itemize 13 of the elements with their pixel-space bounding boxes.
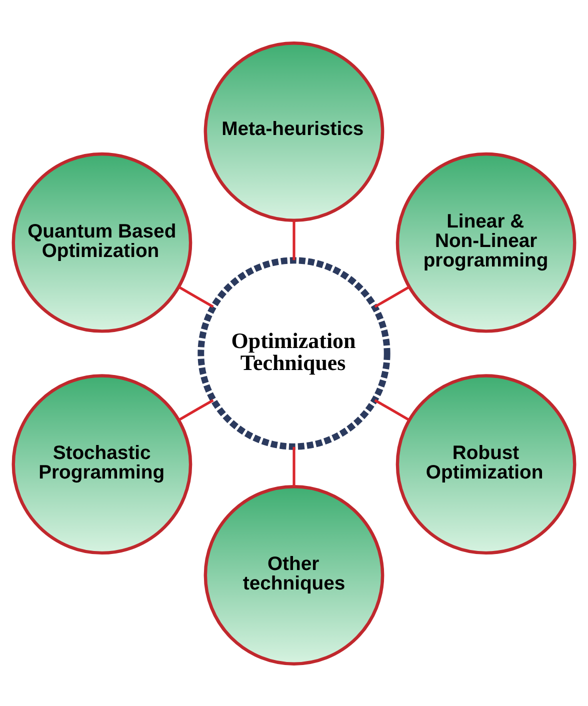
- connector: [374, 286, 410, 308]
- node-circle: Robust Optimization: [396, 374, 576, 554]
- connector: [374, 398, 410, 420]
- connector: [292, 446, 296, 486]
- node-circle: Optimization Techniques: [198, 256, 390, 450]
- connector: [178, 398, 214, 420]
- node-circle: Quantum Based Optimization: [12, 152, 192, 332]
- connector: [292, 220, 296, 260]
- node-circle: Other techniques: [204, 484, 384, 665]
- node-circle: Stochastic Programming: [12, 374, 192, 554]
- connector: [178, 286, 214, 308]
- node-circle: Meta-heuristics: [204, 41, 384, 222]
- node-circle: Linear & Non-Linear programming: [396, 152, 576, 332]
